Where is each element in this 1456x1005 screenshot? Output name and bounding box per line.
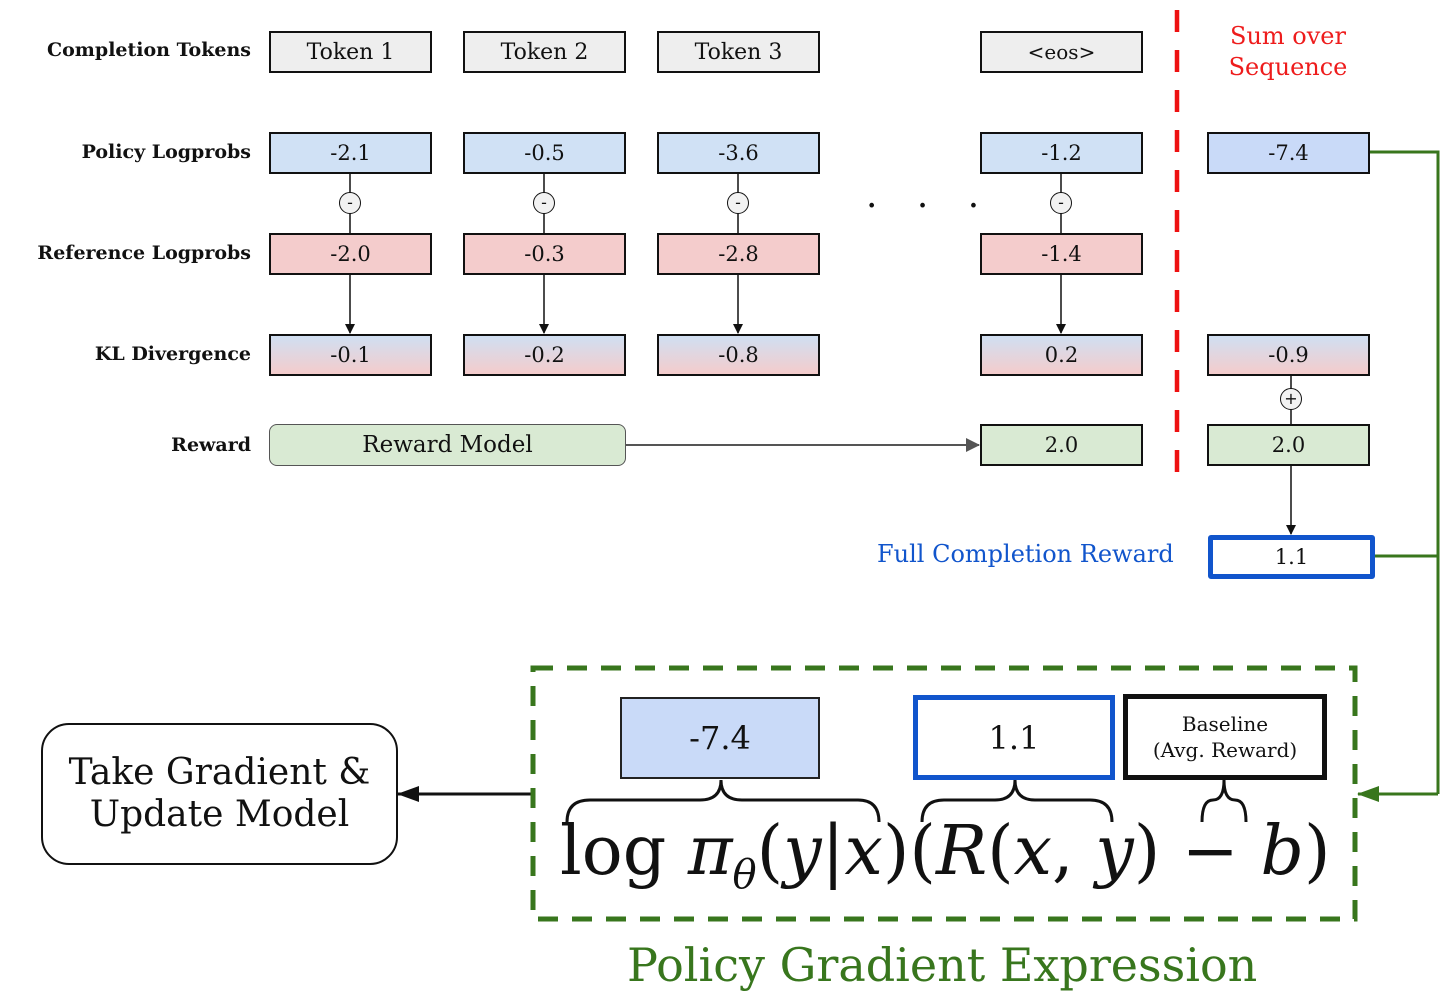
braces	[565, 779, 1248, 823]
formula-b: b	[1260, 812, 1304, 891]
policy-sum-box: -7.4	[1207, 132, 1370, 174]
pg-reward-box: 1.1	[913, 695, 1115, 780]
eos-reward-box: 2.0	[980, 424, 1143, 466]
plus-operator-icon: +	[1280, 388, 1302, 410]
policy-logprob-box: -3.6	[657, 132, 820, 174]
token-box: Token 3	[657, 31, 820, 73]
policy-gradient-formula: log πθ(y|x)(R(x, y) − b)	[560, 812, 1331, 898]
policy-gradient-box	[530, 665, 1358, 922]
baseline-line1: Baseline	[1181, 712, 1269, 736]
pg-baseline-box: Baseline (Avg. Reward)	[1123, 694, 1327, 780]
formula-x: x	[844, 812, 883, 891]
formula-y: y	[1095, 812, 1134, 891]
formula-pi: π	[687, 812, 733, 891]
full-completion-reward-label: Full Completion Reward	[877, 540, 1174, 568]
full-completion-reward-box: 1.1	[1208, 535, 1375, 579]
policy-gradient-title: Policy Gradient Expression	[627, 938, 1258, 992]
reference-logprob-box: -2.8	[657, 233, 820, 275]
minus-operator-icon: -	[339, 192, 361, 214]
kl-box: -0.1	[269, 334, 432, 376]
brace-logprob	[565, 779, 881, 823]
row-label-completion-tokens: Completion Tokens	[47, 39, 251, 61]
policy-logprob-box: -2.1	[269, 132, 432, 174]
take-gradient-line2: Update Model	[89, 794, 350, 835]
minus-operator-icon: -	[1050, 192, 1072, 214]
token-box-eos: <eos>	[980, 31, 1143, 73]
formula-paren: )	[882, 812, 910, 891]
take-gradient-box: Take Gradient & Update Model	[41, 723, 398, 865]
policy-logprob-box: -0.5	[463, 132, 626, 174]
formula-comma: ,	[1052, 812, 1074, 891]
pg-logprob-box: -7.4	[620, 697, 820, 779]
green-feedback-lines	[1357, 150, 1440, 802]
minus-operator-icon: -	[533, 192, 555, 214]
reference-logprob-box: -2.0	[269, 233, 432, 275]
formula-paren: (	[987, 812, 1014, 891]
take-gradient-line1: Take Gradient &	[68, 752, 371, 793]
row-label-reward: Reward	[171, 434, 251, 456]
reference-logprob-box: -0.3	[463, 233, 626, 275]
formula-R: R	[935, 812, 988, 891]
reward-sum-box: 2.0	[1207, 424, 1370, 466]
kl-sum-box: -0.9	[1207, 334, 1370, 376]
kl-box: -0.2	[463, 334, 626, 376]
sum-over-sequence-label: Sum over Sequence	[1200, 21, 1376, 83]
kl-box: 0.2	[980, 334, 1143, 376]
policy-logprob-box: -1.2	[980, 132, 1143, 174]
reference-logprob-box: -1.4	[980, 233, 1143, 275]
sum-label-line2: Sequence	[1228, 53, 1348, 81]
sum-label-line1: Sum over	[1230, 22, 1346, 50]
kl-arrows	[345, 274, 1066, 334]
formula-bar: |	[821, 812, 845, 891]
formula-y: y	[783, 812, 822, 891]
reward-model-box: Reward Model	[269, 424, 626, 466]
policy-sum-feed-line	[1370, 150, 1440, 794]
kl-box: -0.8	[657, 334, 820, 376]
ellipsis: · · ·	[866, 186, 994, 227]
formula-x: x	[1013, 812, 1053, 891]
formula-log: log	[560, 812, 667, 891]
formula-paren: )	[1133, 812, 1161, 891]
row-label-kl-divergence: KL Divergence	[94, 343, 251, 365]
token-box: Token 2	[463, 31, 626, 73]
brace-reward	[920, 779, 1114, 823]
row-label-reference-logprobs: Reference Logprobs	[37, 242, 251, 264]
formula-paren: (	[909, 812, 936, 891]
formula-minus: −	[1181, 812, 1239, 891]
minus-operator-icon: -	[727, 192, 749, 214]
row-label-policy-logprobs: Policy Logprobs	[81, 141, 251, 163]
brace-baseline	[1200, 779, 1248, 823]
baseline-line2: (Avg. Reward)	[1152, 738, 1298, 762]
formula-theta: θ	[732, 852, 757, 898]
token-box: Token 1	[269, 31, 432, 73]
formula-paren: )	[1304, 812, 1331, 891]
formula-paren: (	[756, 812, 784, 891]
